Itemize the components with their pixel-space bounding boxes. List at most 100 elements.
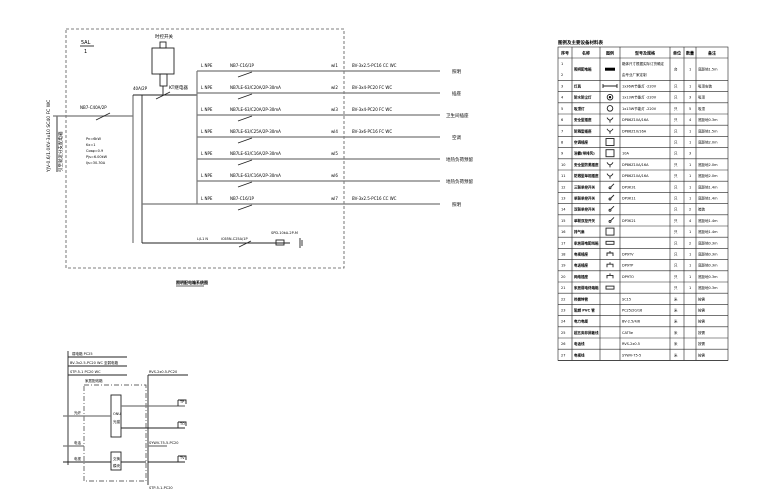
cell-no: 11 — [561, 174, 565, 178]
cell-note: 底距地1.4m — [698, 229, 718, 234]
socket-splash-icon — [606, 173, 614, 179]
cell-spec: DP3K21 — [622, 219, 636, 223]
cell-unit: 米 — [674, 308, 678, 313]
cell-no: 14 — [561, 208, 566, 212]
cell-note: 底距地1.4m — [698, 218, 718, 223]
cell-unit: 只 — [674, 241, 678, 245]
panel-number: 1 — [84, 49, 87, 55]
cell-qty: 1 — [689, 264, 691, 268]
table-header-cell: 单位 — [673, 50, 681, 56]
output-label: SYWV-75-5-PC20 — [149, 441, 179, 445]
table-header-cell: 数量 — [685, 50, 694, 56]
output-label: RVS-2x0.5-PC20 — [149, 370, 177, 374]
cell-name: 排气扇 — [574, 229, 585, 234]
switch-icon — [608, 194, 615, 201]
cell-no: 17 — [561, 241, 565, 245]
cell-no: 19 — [561, 264, 565, 268]
cell-spec: DP9TV — [622, 253, 634, 257]
cell-unit: 只 — [674, 141, 678, 145]
cell-note: 底距地0.3m — [698, 252, 718, 257]
onu-module — [110, 394, 122, 438]
cell-qty: 1 — [689, 197, 691, 201]
cell-name: 吸顶灯 — [574, 106, 585, 111]
cell-no: 5 — [561, 107, 563, 111]
cell-no: 26 — [561, 342, 565, 346]
cell-note: 按需 — [698, 319, 706, 324]
module2-line2: 模块 — [113, 463, 120, 468]
socket-splash-icon — [606, 128, 614, 134]
cell-name: 超五类非屏蔽线 — [573, 330, 599, 335]
switch-2way-icon — [608, 217, 615, 223]
cell-no: 24 — [561, 320, 566, 324]
cell-name: 三联单控开关 — [574, 184, 595, 189]
socket-icon — [606, 117, 614, 123]
cell-spec: RVS-2x0.5 — [622, 342, 640, 346]
outlet-icon — [606, 262, 614, 268]
circuit-breaker: NB7LE-63/C16A/2P-30mA — [230, 151, 281, 156]
cell-name: 电话线 — [574, 341, 585, 346]
cell-spec: DP86Z10A/16A — [622, 174, 649, 178]
cell-name: 电话插座 — [574, 263, 588, 268]
cell-no: 23 — [561, 309, 565, 313]
circuit-phase: L NPE — [201, 196, 213, 201]
cell-unit: 只 — [674, 152, 678, 156]
cell-qty: 1 — [689, 174, 691, 178]
spd-device: SPD-10kA-2P-M — [271, 231, 298, 235]
cell-spec: BV-2.5/4/6 — [622, 320, 640, 324]
cell-qty: 4 — [689, 118, 692, 122]
breaker-contact-icon — [237, 71, 253, 78]
cell-qty: 1 — [689, 141, 691, 145]
cell-note: 底距地0.3m — [698, 263, 718, 268]
panel-label: 5AL — [81, 40, 91, 46]
sub-header: BV-3x2.5-PC20 WC 至弱电箱 — [70, 360, 119, 365]
cell-note: 底距地2.0m — [698, 162, 718, 167]
switch-icon — [608, 205, 615, 212]
cell-no: 27 — [561, 353, 565, 357]
breaker-contact-icon — [237, 159, 253, 166]
circuit-breaker: NB7-C16/1P — [230, 63, 255, 68]
cell-no: 2 — [561, 73, 563, 77]
cell-spec: DP3K31 — [622, 185, 636, 189]
cell-name: 安全型防溅插座 — [574, 162, 599, 167]
cell-no: 18 — [561, 253, 565, 257]
circuit-id: wl7 — [331, 196, 338, 201]
cell-unit: 米 — [674, 341, 678, 346]
circuit-load: 地热负荷预留 — [446, 178, 473, 185]
outlet-icon — [606, 251, 614, 256]
cell-note: 吸顶 — [698, 96, 706, 100]
cell-no: 6 — [561, 118, 563, 122]
cell-no: 10 — [561, 163, 565, 167]
cell-spec: 1x13W节能灯 -220V — [622, 95, 657, 100]
switch-icon — [608, 183, 615, 190]
spd-contact — [238, 240, 252, 248]
cell-name: 家居弱电配线箱 — [574, 240, 599, 245]
cell-no: 9 — [561, 152, 563, 156]
cell-name: 网络插座 — [574, 274, 588, 279]
socket-splash-icon — [606, 162, 614, 168]
cell-no: 4 — [561, 96, 564, 100]
circuit-load: 照明 — [452, 202, 461, 208]
cell-note: 吸顶安装 — [698, 84, 712, 89]
cell-qty: 1 — [689, 275, 691, 279]
table-header-cell: 型号及规格 — [635, 50, 656, 56]
cell-name: 防水防尘灯 — [574, 95, 592, 100]
cell-no: 21 — [561, 286, 565, 290]
breaker-contact-icon — [237, 115, 253, 122]
cell-no: 15 — [561, 219, 565, 223]
input-label: 光纤 — [74, 410, 81, 415]
load-param: Cosφ=0.9 — [86, 149, 103, 153]
cell-qty: 1 — [689, 129, 691, 133]
cell-spec: DP9TO — [622, 275, 634, 279]
cell-note: 暗装 — [698, 207, 706, 212]
cell-unit: 只 — [674, 197, 678, 201]
circuit-load: 空调 — [452, 134, 461, 141]
cell-name: 照明配电箱 — [574, 67, 592, 72]
